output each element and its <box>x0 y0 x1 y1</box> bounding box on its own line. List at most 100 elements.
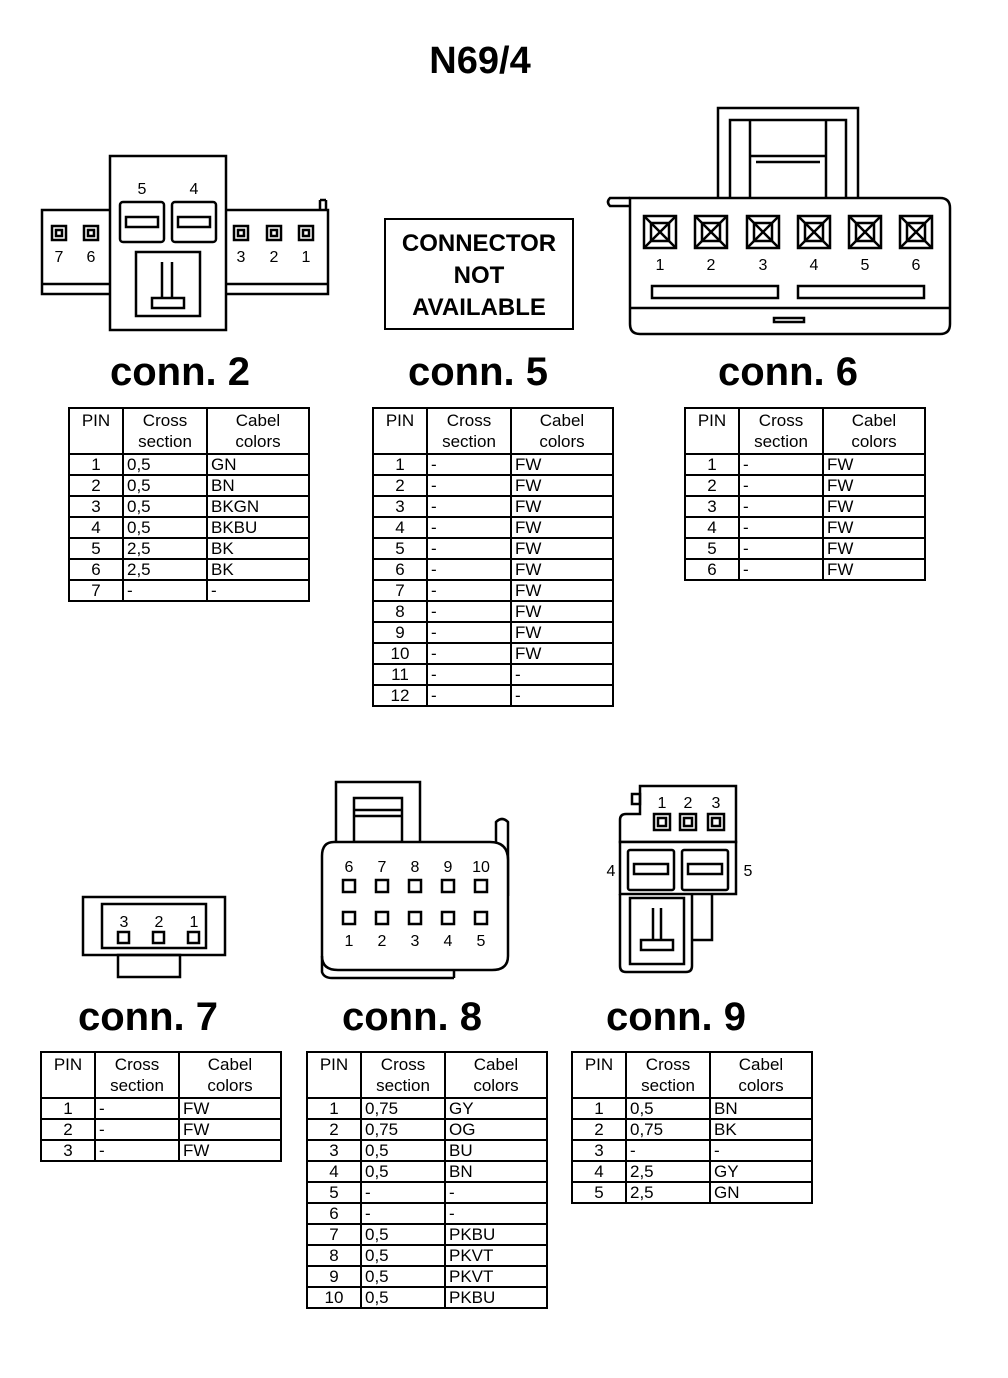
connector-2-title: conn. 2 <box>109 350 251 394</box>
cross-section-cell: - <box>738 558 824 581</box>
header-cabel-colors-text: colors <box>851 432 897 451</box>
cross-section-cell: 0,5 <box>360 1244 446 1267</box>
cabel-color-cell: PKBU <box>444 1286 548 1309</box>
cabel-color-cell: FW <box>510 642 614 665</box>
cross-section-cell: 0,75 <box>360 1118 446 1141</box>
cabel-color-cell: - <box>510 663 614 686</box>
connector-not-available-box: CONNECTOR NOT AVAILABLE <box>384 218 574 330</box>
cabel-color-cell: PKBU <box>444 1223 548 1246</box>
cabel-color-cell: BK <box>709 1118 813 1141</box>
cabel-color-cell: GY <box>709 1160 813 1183</box>
cross-section-cell: - <box>122 579 208 602</box>
header-cabel-colors-text: colors <box>235 432 281 451</box>
cross-section-cell: - <box>426 684 512 707</box>
conn8-pin-label: 7 <box>378 859 387 876</box>
cross-section-cell: - <box>738 537 824 560</box>
cross-section-cell: - <box>426 516 512 539</box>
pin-cell: 1 <box>684 453 740 476</box>
header-cabel-colors-text: Cabel <box>207 1055 253 1074</box>
cabel-color-cell: FW <box>510 579 614 602</box>
cross-section-cell: - <box>94 1097 180 1120</box>
table-row: 5-FW <box>684 537 926 560</box>
page-title: N69/4 <box>429 40 531 82</box>
table-row: 6-FW <box>372 558 614 581</box>
pin-cell: 12 <box>372 684 428 707</box>
header-pin: PIN <box>372 407 428 455</box>
table-row: 7-- <box>68 579 310 602</box>
conn8-pin-label: 3 <box>411 933 420 950</box>
cross-section-cell: - <box>94 1139 180 1162</box>
table-row: 4-FW <box>684 516 926 539</box>
cabel-color-cell: GY <box>444 1097 548 1120</box>
cabel-color-cell: FW <box>510 558 614 581</box>
header-pin-text: PIN <box>385 411 415 430</box>
pin-cell: 3 <box>68 495 124 518</box>
table-row: 3-FW <box>372 495 614 518</box>
header-cabel-colors-text: colors <box>738 1076 784 1095</box>
header-cross-section-text: Cross <box>380 1055 426 1074</box>
pin-cell: 10 <box>306 1286 362 1309</box>
pin-cell: 1 <box>68 453 124 476</box>
header-pin-text: PIN <box>53 1055 83 1074</box>
not-available-line: NOT <box>453 262 505 289</box>
pin-cell: 1 <box>40 1097 96 1120</box>
pin-cell: 6 <box>684 558 740 581</box>
header-cross-section-text: Cross <box>446 411 492 430</box>
header-cabel-colors-text: Cabel <box>738 1055 784 1074</box>
cross-section-cell: 0,5 <box>122 495 208 518</box>
pin-cell: 2 <box>372 474 428 497</box>
connector-7-diagram: 3 2 1 <box>81 895 227 979</box>
cabel-color-cell: - <box>206 579 310 602</box>
cross-section-cell: - <box>426 663 512 686</box>
cabel-color-cell: FW <box>822 495 926 518</box>
conn6-pin-label: 2 <box>707 257 716 274</box>
pin-cell: 3 <box>684 495 740 518</box>
cross-section-cell: 0,5 <box>360 1265 446 1288</box>
cross-section-cell: - <box>360 1202 446 1225</box>
cross-section-cell: - <box>738 474 824 497</box>
cross-section-cell: - <box>426 453 512 476</box>
cross-section-cell: 0,75 <box>625 1118 711 1141</box>
cabel-color-cell: FW <box>510 495 614 518</box>
header-cross-section-text: Cross <box>114 1055 160 1074</box>
pin-cell: 3 <box>372 495 428 518</box>
conn8-pin-label: 10 <box>472 859 490 876</box>
pin-cell: 7 <box>372 579 428 602</box>
header-pin: PIN <box>684 407 740 455</box>
cabel-color-cell: FW <box>822 474 926 497</box>
cabel-color-cell: FW <box>822 537 926 560</box>
not-available-line: CONNECTOR <box>401 230 557 257</box>
cabel-color-cell: FW <box>510 516 614 539</box>
not-available-line: AVAILABLE <box>412 294 546 321</box>
pin-cell: 2 <box>306 1118 362 1141</box>
cabel-color-cell: - <box>444 1202 548 1225</box>
conn2-pin-label: 6 <box>87 249 96 266</box>
table-row: 7-FW <box>372 579 614 602</box>
cabel-color-cell: BN <box>206 474 310 497</box>
conn9-pin-label: 5 <box>744 863 753 880</box>
cabel-color-cell: - <box>709 1139 813 1162</box>
pin-cell: 4 <box>372 516 428 539</box>
header-cabel-colors-text: Cabel <box>539 411 585 430</box>
table-row: 1-FW <box>684 453 926 476</box>
pin-cell: 10 <box>372 642 428 665</box>
header-cabel-colors-text: Cabel <box>473 1055 519 1074</box>
conn9-pin-label: 1 <box>658 795 667 812</box>
cross-section-cell: - <box>426 495 512 518</box>
